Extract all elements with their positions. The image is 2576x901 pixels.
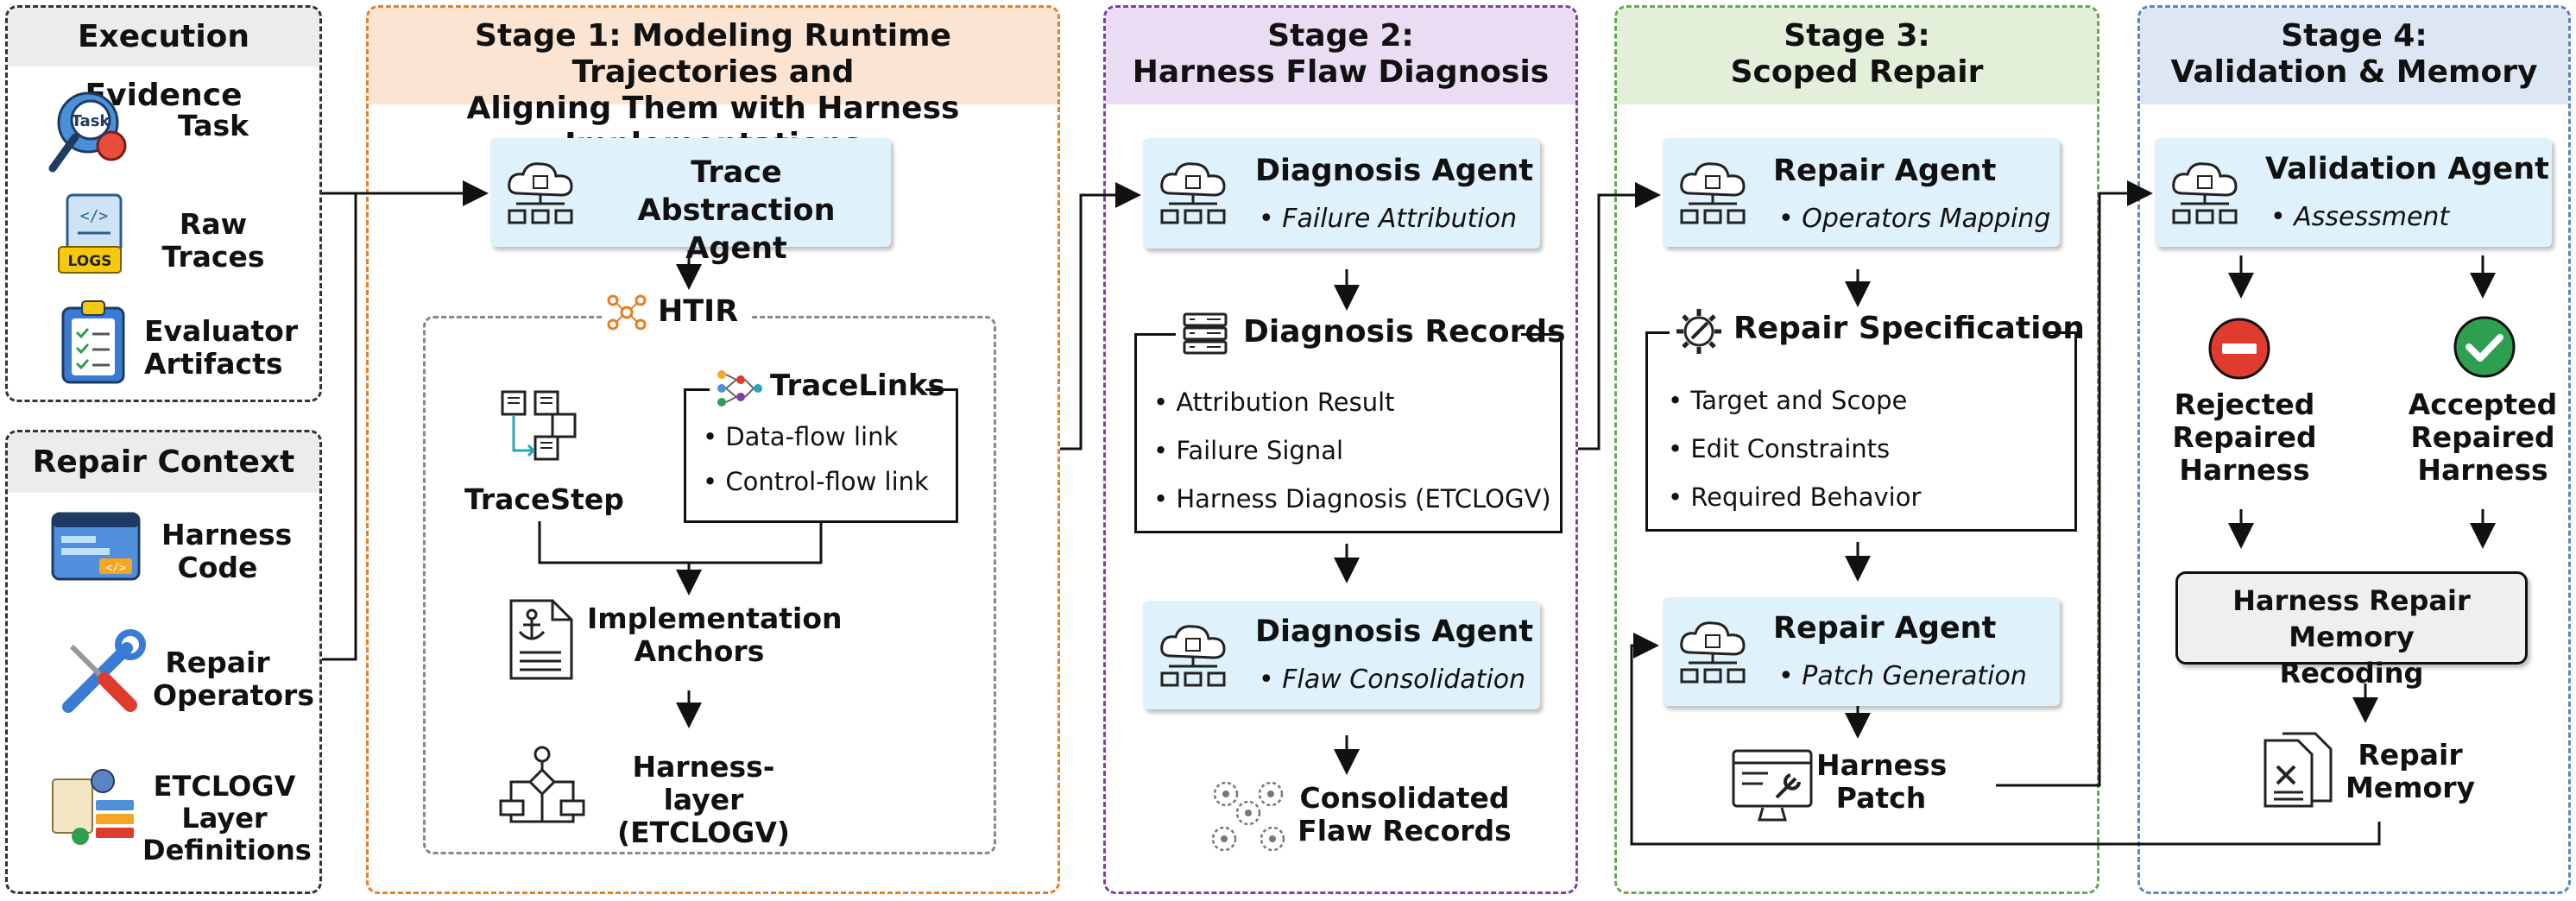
repair-specification-item: • Target and Scope [1668,386,1908,415]
harness-code-icon: </> [51,512,141,581]
repair-agent-2-box: Repair Agent • Patch Generation [1663,597,2060,706]
consolidated-flaw-records-label: Consolidated Flaw Records [1297,781,1512,847]
anchor-document-icon [509,599,573,680]
diagnosis-records-item: • Harness Diagnosis (ETCLOGV) [1153,484,1551,514]
tracelinks-title-bg [710,366,925,411]
agent-cloud-icon [1160,625,1226,687]
stage4-title: Stage 4: Validation & Memory [2140,8,2568,104]
wrench-screwdriver-icon [62,629,146,713]
repair-agent-1-sub: • Operators Mapping [1778,204,2051,234]
agent-cloud-icon [1680,621,1746,684]
execution-evidence-panel: Execution Evidence Task Task </> LOGS Ra… [5,5,322,402]
execution-evidence-title: Execution Evidence [8,8,319,113]
repair-specification-item: • Required Behavior [1668,482,1922,512]
patch-monitor-icon [1732,749,1813,822]
diagnosis-agent-2-sub: • Flaw Consolidation [1259,665,1526,695]
task-gear-icon: Task [48,91,127,173]
agent-cloud-icon [2172,162,2238,224]
repair-context-panel: Repair Context </> Harness Code Repair O… [5,430,322,894]
memory-recording-box: Harness Repair Memory Recoding [2175,571,2528,690]
svg-text:</>: </> [80,207,109,225]
diagnosis-agent-2-title: Diagnosis Agent [1255,614,1534,649]
repair-specification-item: • Edit Constraints [1668,434,1891,463]
diagnosis-records-list: • Attribution Result • Failure Signal • … [1153,378,1551,523]
validation-agent-box: Validation Agent • Assessment [2155,138,2552,247]
accepted-icon [2453,316,2516,378]
repair-context-title: Repair Context [8,432,319,493]
rejected-repaired-harness-label: Rejected Repaired Harness [2172,387,2317,487]
context-item-harness-code: Harness Code [161,518,293,584]
tracelinks-item: • Data-flow link [703,422,899,451]
repair-memory-label: Repair Memory [2345,738,2476,804]
diagnosis-records-title-bg [1176,311,1521,357]
line-tracestep-down [538,521,823,564]
consolidated-cluster-icon [1211,781,1285,852]
clipboard-icon [61,300,125,384]
tracelinks-item: • Control-flow link [703,467,929,496]
diagnosis-agent-1-title: Diagnosis Agent [1255,154,1534,188]
repair-agent-2-title: Repair Agent [1773,611,1997,646]
repair-agent-1-title: Repair Agent [1773,154,1997,188]
trace-abstraction-agent-box: Trace Abstraction Agent [490,138,891,266]
harness-layer-flowchart-icon [499,746,585,823]
task-icon-text: Task [72,112,111,130]
repair-agent-2-sub: • Patch Generation [1778,661,2027,691]
tracelinks-title: TraceLinks [770,369,945,403]
repair-memory-documents-icon [2263,732,2333,808]
svg-text:</>: </> [105,562,126,575]
harness-patch-label: Harness Patch [1816,748,1948,815]
connector-inputs-to-stage1 [322,192,357,661]
tracelinks-icon [717,370,762,406]
connector-memory-feedback [1630,633,2381,846]
validation-agent-sub: • Assessment [2270,202,2450,232]
diagnosis-agent-1-box: Diagnosis Agent • Failure Attribution [1143,138,1540,249]
diagnosis-agent-1-sub: • Failure Attribution [1259,204,1518,234]
agent-cloud-icon [1680,162,1746,224]
connector-stage2-to-stage3 [1578,182,1661,450]
htir-label: HTIR [658,294,739,329]
stage3-title: Stage 3: Scoped Repair [1617,8,2097,104]
trace-abstraction-agent-title: Trace Abstraction Agent [637,155,836,266]
diagnosis-records-item: • Failure Signal [1153,436,1344,465]
server-records-icon [1183,312,1228,355]
repair-specification-title: Repair Specification [1733,311,2085,346]
tracestep-icon [501,390,577,461]
evidence-item-task: Task [177,109,249,142]
diagnosis-records-title: Diagnosis Records [1243,314,1566,350]
layer-definitions-icon [52,769,134,845]
htir-label-bg [603,292,749,335]
diagnosis-records-item: • Attribution Result [1153,387,1395,417]
evidence-item-evaluator-artifacts: Evaluator Artifacts [144,314,299,381]
repair-specification-title-bg [1670,307,2044,356]
repair-specification-list: • Target and Scope • Edit Constraints • … [1668,376,1921,521]
stage2-title: Stage 2: Harness Flaw Diagnosis [1106,8,1575,104]
stage4-panel: Stage 4: Validation & Memory [2137,5,2571,894]
htir-network-icon [607,294,647,331]
repair-agent-1-box: Repair Agent • Operators Mapping [1663,138,2060,247]
gear-wrench-icon [1676,309,1721,354]
tracelinks-list: • Data-flow link • Control-flow link [703,414,929,504]
validation-agent-title: Validation Agent [2265,152,2549,186]
stage1-title: Stage 1: Modeling Runtime Trajectories a… [369,8,1058,162]
accepted-repaired-harness-label: Accepted Repaired Harness [2408,387,2558,487]
logs-icon: </> LOGS [58,193,123,274]
evidence-item-raw-traces: Raw Traces [161,207,265,274]
tracestep-label: TraceStep [464,482,624,516]
context-item-etclogv-layer-definitions: ETCLOGV Layer Definitions [142,770,312,866]
connector-stage1-to-stage2 [1060,182,1141,450]
harness-layer-label: Harness-layer (ETCLOGV) [617,750,790,849]
implementation-anchors-label: Implementation Anchors [587,602,843,668]
diagnosis-agent-2-box: Diagnosis Agent • Flaw Consolidation [1143,601,1540,709]
memory-recording-label: Harness Repair Memory Recoding [2232,584,2471,690]
agent-cloud-icon [1160,162,1226,224]
agent-cloud-icon [508,162,573,224]
logs-icon-text: LOGS [68,253,112,270]
stage2-panel: Stage 2: Harness Flaw Diagnosis [1103,5,1578,894]
rejected-icon [2208,318,2270,380]
stage1-panel: Stage 1: Modeling Runtime Trajectories a… [366,5,1060,894]
connector-patch-to-stage4 [1996,180,2153,787]
